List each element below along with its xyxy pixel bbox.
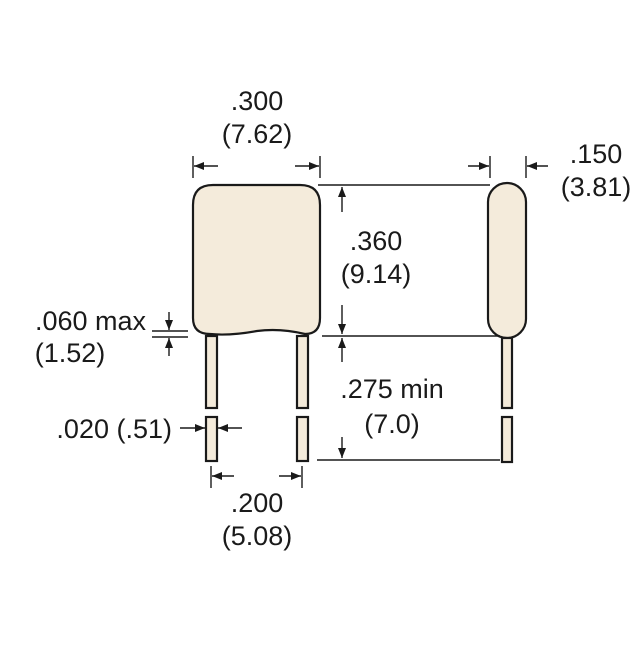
height-inch: .360 [350,226,403,256]
lead-right-upper [295,334,310,410]
lead-diameter-dimension: .020 (.51) [56,414,242,444]
thickness-mm: (3.81) [561,172,632,202]
width-dimension: .300 (7.62) [192,86,321,178]
capacitor-body-front [191,183,322,336]
width-inch: .300 [231,86,284,116]
thickness-dimension: .150 (3.81) [468,139,631,202]
lead-spacing-dimension: .200 (5.08) [210,466,303,551]
lead-right-lower [295,415,310,463]
lead-spacing-inch: .200 [231,488,284,518]
lead-length-dimension: .275 min (7.0) [317,338,500,461]
lead-spacing-mm: (5.08) [222,521,293,551]
lead-length-mm: (7.0) [364,409,420,439]
height-dimension: .360 (9.14) [318,184,500,337]
coating-mm: (1.52) [35,338,106,368]
height-mm: (9.14) [341,259,412,289]
width-mm: (7.62) [222,119,293,149]
capacitor-body-side [486,181,528,340]
lead-diameter-label: .020 (.51) [56,414,172,444]
coating-dimension: .060 max (1.52) [35,306,188,368]
lead-length-inch: .275 min [340,374,444,404]
lead-side-upper [500,336,514,410]
lead-left-lower [204,415,219,463]
lead-side-lower [500,415,514,464]
coating-inch: .060 max [35,306,147,336]
thickness-inch: .150 [570,139,623,169]
lead-left-upper [204,334,219,410]
